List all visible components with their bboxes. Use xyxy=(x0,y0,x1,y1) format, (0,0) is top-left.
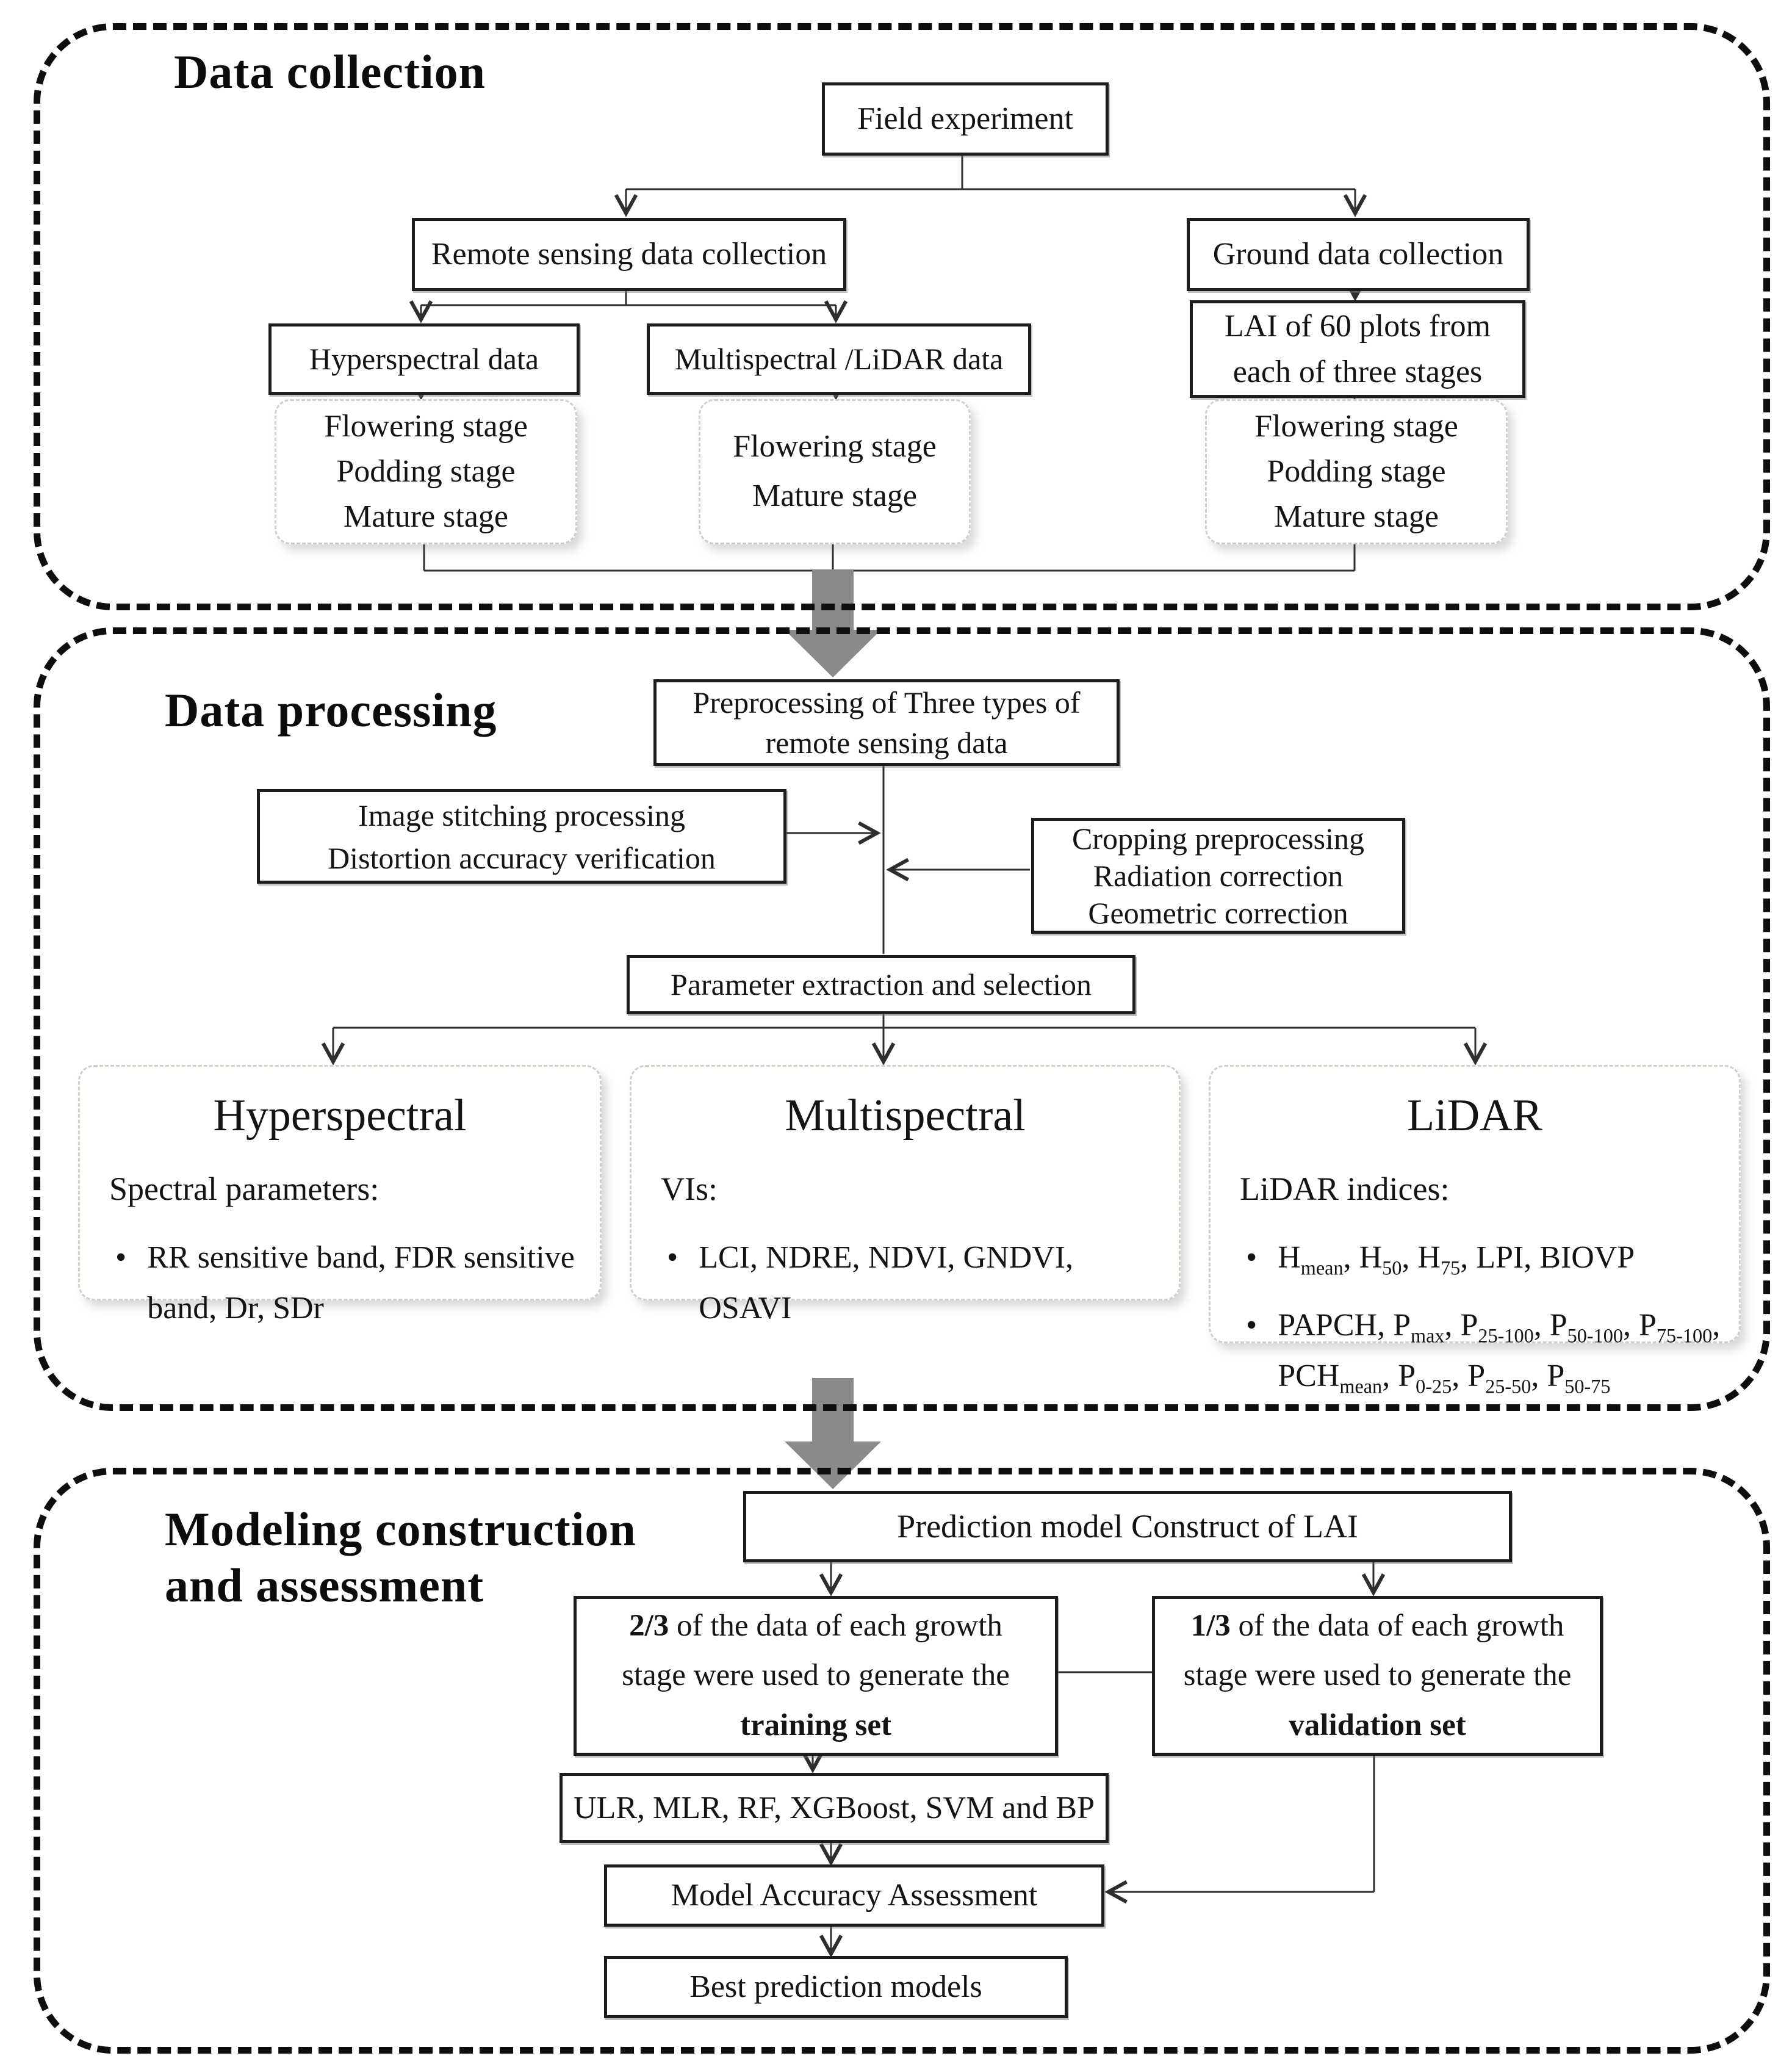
model-accuracy-box: Model Accuracy Assessment xyxy=(604,1864,1104,1927)
ground-data-box: Ground data collection xyxy=(1187,218,1530,291)
multispectral-bullet: • LCI, NDRE, NDVI, GNDVI, OSAVI xyxy=(667,1232,1179,1333)
stage-line: Podding stage xyxy=(336,454,516,489)
parameter-extraction-label: Parameter extraction and selection xyxy=(671,967,1092,1001)
stage-line: Flowering stage xyxy=(733,429,937,464)
lai-plots-line2: each of three stages xyxy=(1232,355,1483,389)
lidar-bullet-1: • Hmean, H50, H75, LPI, BIOVP xyxy=(1246,1232,1739,1283)
lai-plots-line1: LAI of 60 plots from xyxy=(1224,308,1491,344)
multispectral-parameters-box: Multispectral VIs: • LCI, NDRE, NDVI, GN… xyxy=(630,1065,1181,1326)
hyperspectral-parameters-box: Hyperspectral Spectral parameters: • RR … xyxy=(78,1065,602,1326)
cropping-line2: Radiation correction xyxy=(1093,858,1344,893)
multispectral-parameters-title: Multispectral xyxy=(785,1091,1026,1141)
hyperspectral-data-label: Hyperspectral data xyxy=(309,342,539,376)
stitching-line2: Distortion accuracy verification xyxy=(328,840,716,875)
stage-box-hyperspectral: Flowering stage Podding stage Mature sta… xyxy=(275,399,577,544)
parameter-extraction-box: Parameter extraction and selection xyxy=(627,955,1135,1014)
hyperspectral-bullet: • RR sensitive band, FDR sensitive band,… xyxy=(115,1232,600,1333)
section-modeling xyxy=(34,1468,1770,2054)
best-models-box: Best prediction models xyxy=(604,1956,1068,2018)
training-line1: 2/3 of the data of each growth xyxy=(629,1608,1002,1643)
modeling-title-line2: and assessment xyxy=(165,1559,484,1612)
stage-line: Mature stage xyxy=(1273,499,1439,534)
big-down-arrow-icon-2 xyxy=(785,1378,881,1489)
multispectral-bullet-text: LCI, NDRE, NDVI, GNDVI, OSAVI xyxy=(699,1240,1074,1326)
validation-set-box: 1/3 of the data of each growth stage wer… xyxy=(1152,1596,1603,1756)
section-data-processing xyxy=(34,627,1770,1411)
lidar-parameters-label: LiDAR indices: xyxy=(1240,1171,1450,1208)
big-down-arrow-icon-1 xyxy=(785,569,881,677)
cropping-line3: Geometric correction xyxy=(1088,895,1348,930)
stage-box-ground: Flowering stage Podding stage Mature sta… xyxy=(1205,399,1508,544)
bullet-icon: • xyxy=(115,1240,127,1276)
lai-plots-box: LAI of 60 plots from each of three stage… xyxy=(1190,300,1525,398)
stage-line: Flowering stage xyxy=(1254,409,1458,444)
lidar-bullet-1-text: Hmean, H50, H75, LPI, BIOVP xyxy=(1278,1240,1635,1279)
hyperspectral-parameters-label: Spectral parameters: xyxy=(109,1171,380,1208)
hyperspectral-parameters-title: Hyperspectral xyxy=(213,1091,467,1141)
field-experiment-label: Field experiment xyxy=(857,101,1073,136)
preprocessing-box: Preprocessing of Three types of remote s… xyxy=(653,679,1120,766)
lidar-bullet-2: • PAPCH, Pmax, P25-100, P50-100, P75-100… xyxy=(1246,1300,1739,1401)
algorithms-label: ULR, MLR, RF, XGBoost, SVM and BP xyxy=(574,1790,1095,1825)
model-accuracy-label: Model Accuracy Assessment xyxy=(671,1878,1038,1913)
remote-sensing-box: Remote sensing data collection xyxy=(412,218,846,291)
section-title-data-processing: Data processing xyxy=(165,684,497,737)
preprocessing-line2: remote sensing data xyxy=(765,726,1008,760)
section-title-modeling: Modeling construction and assessment xyxy=(165,1501,636,1614)
best-models-label: Best prediction models xyxy=(689,1969,982,2004)
stage-line: Flowering stage xyxy=(324,409,528,444)
ground-data-label: Ground data collection xyxy=(1212,237,1504,272)
validation-line2: stage were used to generate the xyxy=(1183,1658,1572,1693)
flow-lines xyxy=(321,150,1488,1958)
cropping-box: Cropping preprocessing Radiation correct… xyxy=(1031,818,1405,934)
stage-box-multispectral: Flowering stage Mature stage xyxy=(699,399,971,544)
stage-line: Mature stage xyxy=(343,499,508,534)
modeling-title-line1: Modeling construction xyxy=(165,1503,636,1556)
prediction-model-box: Prediction model Construct of LAI xyxy=(743,1491,1512,1562)
training-line2: stage were used to generate the xyxy=(622,1658,1010,1693)
algorithms-box: ULR, MLR, RF, XGBoost, SVM and BP xyxy=(560,1773,1109,1843)
remote-sensing-label: Remote sensing data collection xyxy=(431,237,827,272)
bullet-icon: • xyxy=(667,1240,678,1276)
stage-line: Mature stage xyxy=(752,478,917,513)
bullet-icon: • xyxy=(1246,1240,1258,1276)
section-title-data-collection: Data collection xyxy=(174,45,486,98)
validation-line1: 1/3 of the data of each growth xyxy=(1190,1608,1564,1643)
validation-line3: validation set xyxy=(1289,1708,1466,1742)
multispectral-lidar-box: Multispectral /LiDAR data xyxy=(647,323,1031,395)
training-line3: training set xyxy=(740,1708,891,1742)
bullet-icon: • xyxy=(1246,1308,1258,1343)
training-set-box: 2/3 of the data of each growth stage wer… xyxy=(574,1596,1058,1756)
section-flow-arrows xyxy=(785,569,881,1489)
hyperspectral-data-box: Hyperspectral data xyxy=(268,323,580,395)
lidar-parameters-box: LiDAR LiDAR indices: • Hmean, H50, H75, … xyxy=(1209,1065,1741,1396)
cropping-line1: Cropping preprocessing xyxy=(1071,821,1365,856)
section-data-collection xyxy=(34,23,1770,610)
stage-line: Podding stage xyxy=(1267,454,1446,489)
lidar-parameters-title: LiDAR xyxy=(1407,1091,1542,1141)
preprocessing-line1: Preprocessing of Three types of xyxy=(693,685,1081,720)
hyperspectral-bullet-text: RR sensitive band, FDR sensitive band, D… xyxy=(147,1240,575,1326)
image-stitching-box: Image stitching processing Distortion ac… xyxy=(257,789,786,884)
prediction-model-label: Prediction model Construct of LAI xyxy=(897,1508,1358,1545)
stitching-line1: Image stitching processing xyxy=(358,798,685,832)
lidar-bullet-2-text: PAPCH, Pmax, P25-100, P50-100, P75-100, … xyxy=(1278,1308,1721,1398)
multispectral-parameters-label: VIs: xyxy=(661,1171,718,1208)
field-experiment-box: Field experiment xyxy=(822,82,1109,156)
multispectral-lidar-label: Multispectral /LiDAR data xyxy=(674,342,1004,376)
